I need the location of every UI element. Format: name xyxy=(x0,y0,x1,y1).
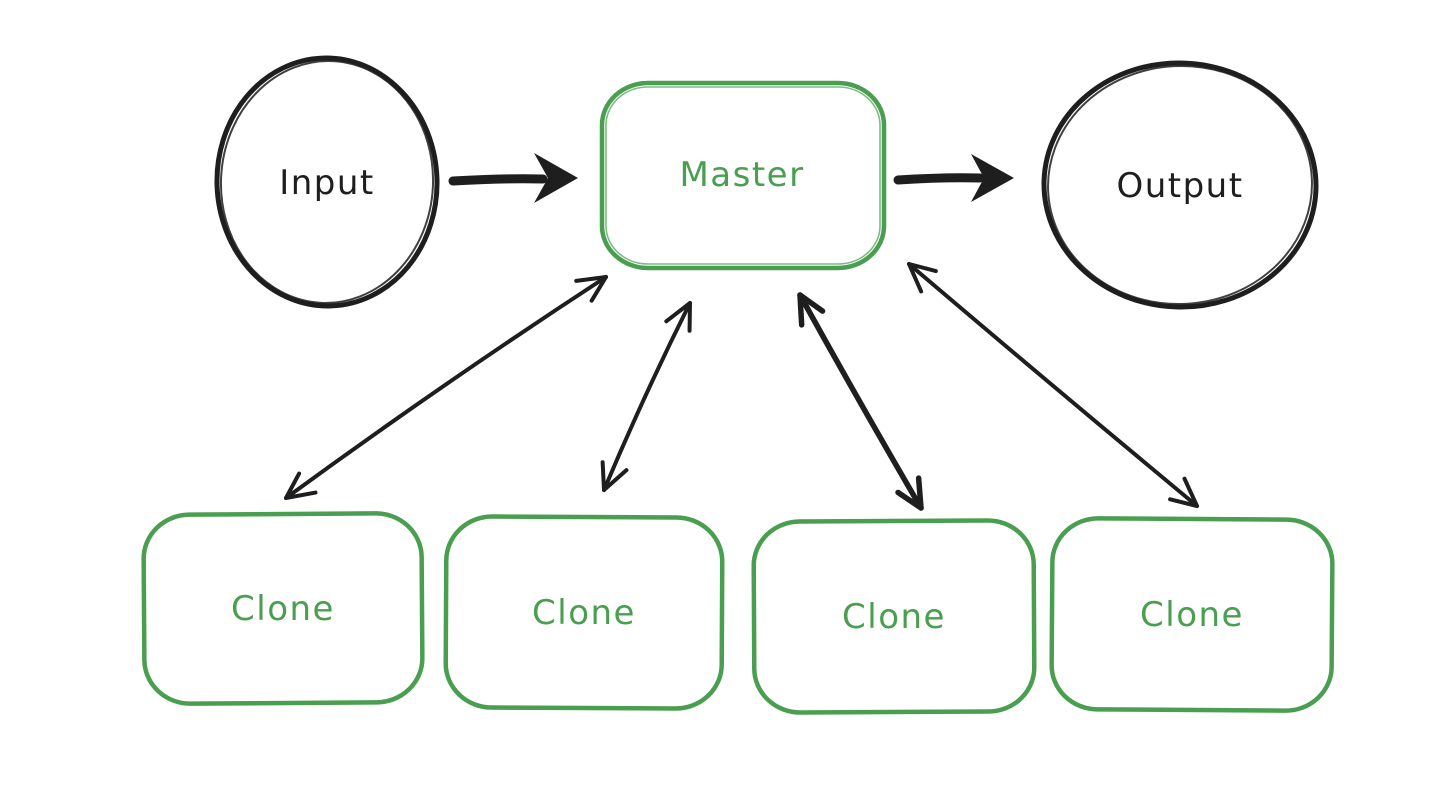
double-arrow-master-clone-2 xyxy=(600,301,692,492)
arrow-line xyxy=(600,301,692,492)
clone-box xyxy=(1049,516,1335,713)
output-label: Output xyxy=(1116,166,1243,206)
output-ellipse-sketch-stroke xyxy=(1047,64,1313,306)
arrow-input-to-master xyxy=(448,153,578,203)
output-node: Output xyxy=(1041,60,1319,310)
arrow-master-to-output xyxy=(893,154,1014,202)
input-ellipse-sketch-stroke xyxy=(219,60,435,304)
arrow-line xyxy=(907,262,1199,508)
clone-node-3: Clone xyxy=(751,518,1037,715)
arrow-line xyxy=(893,173,985,185)
output-ellipse xyxy=(1041,60,1319,310)
double-arrow-master-clone-1 xyxy=(284,275,608,500)
clone-box xyxy=(141,511,425,706)
clone-node-1: Clone xyxy=(141,511,425,706)
input-label: Input xyxy=(279,163,375,203)
arrowhead-icon xyxy=(971,154,1014,202)
clone-label: Clone xyxy=(1140,595,1244,635)
clone-label: Clone xyxy=(842,597,946,637)
double-arrow-master-clone-4 xyxy=(907,262,1199,508)
clone-box xyxy=(443,514,725,711)
master-box-sketch-stroke xyxy=(605,86,881,265)
arrow-line xyxy=(284,275,608,500)
arrow-line xyxy=(797,292,924,511)
arrow-line xyxy=(448,174,548,186)
master-node: Master xyxy=(599,80,887,271)
double-arrow-master-clone-3 xyxy=(797,292,924,511)
master-box xyxy=(599,80,887,271)
master-label: Master xyxy=(679,155,804,195)
arrowhead-icon xyxy=(534,153,578,203)
clone-box xyxy=(751,518,1037,715)
clone-label: Clone xyxy=(231,589,335,629)
clone-label: Clone xyxy=(532,593,636,633)
clone-node-2: Clone xyxy=(443,514,725,711)
clone-node-4: Clone xyxy=(1049,516,1335,713)
input-node: Input xyxy=(214,55,440,309)
input-ellipse xyxy=(214,55,440,309)
